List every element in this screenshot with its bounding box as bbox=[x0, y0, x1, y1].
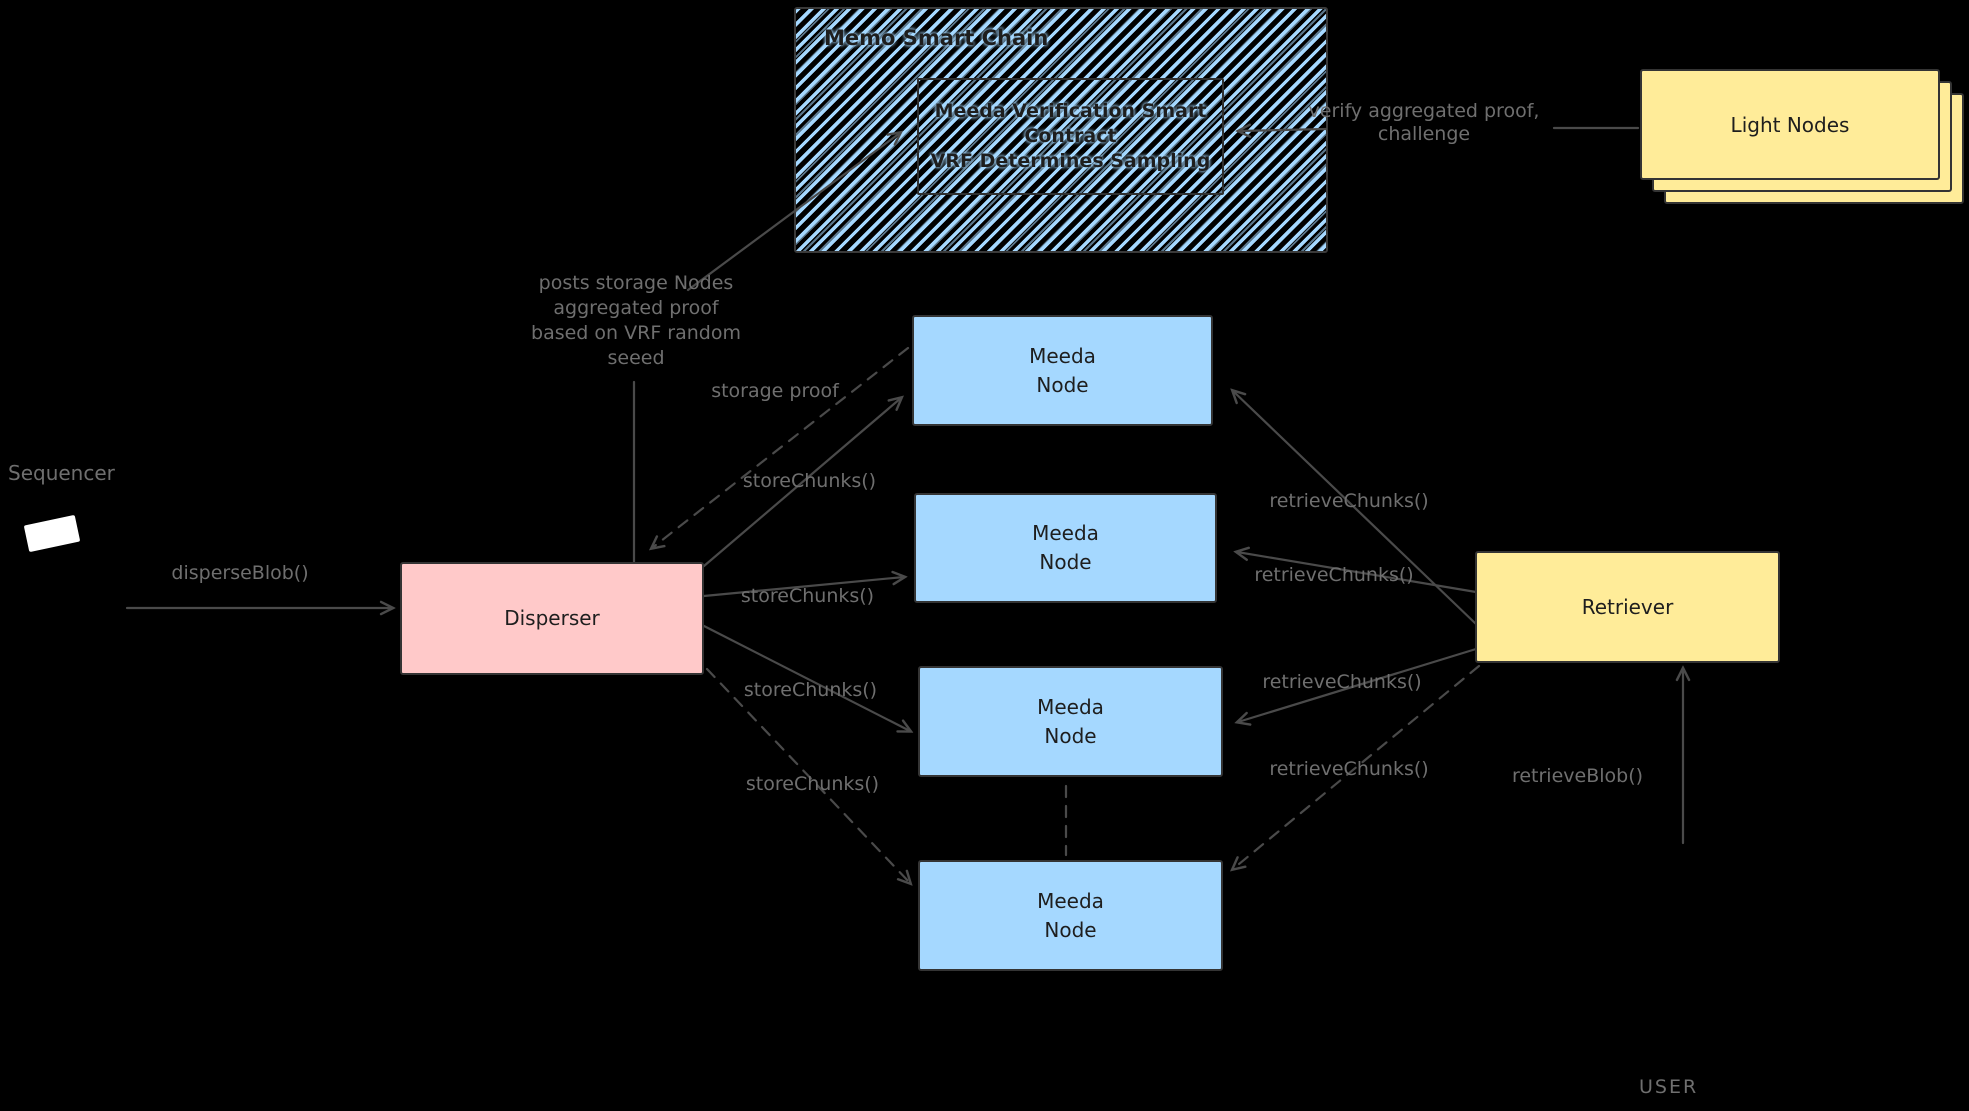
contract-line-1: Meeda Verification Smart bbox=[934, 100, 1207, 122]
posts-proof-line-4: seeed bbox=[607, 347, 665, 369]
edge-label-retrieve-chunks-2: retrieveChunks() bbox=[1254, 564, 1414, 586]
light-nodes-box: Light Nodes bbox=[1640, 69, 1940, 180]
edge-label-store-chunks-1: storeChunks() bbox=[742, 470, 877, 492]
posts-proof-line-3: based on VRF random bbox=[531, 322, 741, 344]
edge-label-disperse-blob: disperseBlob() bbox=[171, 562, 309, 584]
arrow-retrieve-chunks-4 bbox=[1233, 664, 1481, 869]
meeda-node-label-1: Meeda Node bbox=[1029, 343, 1096, 397]
meeda-node-box-1: Meeda Node bbox=[912, 315, 1213, 426]
edge-label-retrieve-chunks-4: retrieveChunks() bbox=[1269, 758, 1429, 780]
meeda-node-label-2: Meeda Node bbox=[1032, 521, 1099, 574]
meeda-node-box-3: Meeda Node bbox=[918, 666, 1223, 777]
retriever-label: Retriever bbox=[1581, 594, 1674, 619]
edge-label-retrieve-blob: retrieveBlob() bbox=[1511, 765, 1644, 787]
disperser-label: Disperser bbox=[504, 606, 600, 630]
chain-title: Memo Smart Chain bbox=[824, 26, 1049, 50]
arrow-verify-into-contract bbox=[1239, 129, 1328, 131]
arrow-retrieve-chunks-2 bbox=[1237, 552, 1478, 594]
edge-label-posts-proof: posts storage Nodes aggregated proof bas… bbox=[512, 271, 760, 371]
disperser-box: Disperser bbox=[400, 562, 704, 675]
edge-label-store-chunks-3: storeChunks() bbox=[743, 679, 878, 701]
verify-line-2: challenge bbox=[1377, 123, 1471, 145]
edge-label-store-chunks-4: storeChunks() bbox=[745, 773, 880, 795]
meeda-verification-contract-box: Meeda Verification Smart Contract VRF De… bbox=[917, 78, 1224, 195]
edge-label-store-chunks-2: storeChunks() bbox=[740, 585, 875, 607]
edge-label-storage-proof: storage proof bbox=[711, 380, 839, 402]
user-label: USER bbox=[1639, 1076, 1699, 1098]
contract-line-3: VRF Determines Sampling bbox=[930, 150, 1211, 172]
posts-proof-line-1: posts storage Nodes bbox=[538, 272, 734, 294]
edge-label-retrieve-chunks-1: retrieveChunks() bbox=[1269, 490, 1429, 512]
arrow-posts-proof-to-contract bbox=[686, 133, 900, 292]
arrow-store-chunks-3 bbox=[702, 624, 910, 731]
arrow-store-chunks-2 bbox=[702, 577, 904, 598]
light-nodes-label: Light Nodes bbox=[1730, 112, 1850, 137]
meeda-node-box-2: Meeda Node bbox=[914, 493, 1217, 603]
retriever-box: Retriever bbox=[1475, 551, 1780, 663]
arrow-retrieve-chunks-3 bbox=[1238, 647, 1478, 722]
edge-label-retrieve-chunks-3: retrieveChunks() bbox=[1262, 671, 1422, 693]
verify-line-1: verify aggregated proof, bbox=[1308, 100, 1540, 122]
meeda-node-label-4: Meeda Node bbox=[1037, 888, 1104, 942]
arrow-storage-proof bbox=[652, 346, 910, 548]
posts-proof-line-2: aggregated proof bbox=[553, 297, 719, 319]
arrow-store-chunks-1 bbox=[702, 398, 901, 568]
meeda-node-box-4: Meeda Node bbox=[918, 860, 1223, 971]
edge-label-verify: verify aggregated proof, challenge bbox=[1298, 100, 1550, 146]
contract-line-2: Contract bbox=[1024, 125, 1117, 147]
arrow-store-chunks-4 bbox=[705, 667, 910, 883]
meeda-node-label-3: Meeda Node bbox=[1037, 694, 1104, 748]
sequencer-label: Sequencer bbox=[8, 461, 115, 485]
